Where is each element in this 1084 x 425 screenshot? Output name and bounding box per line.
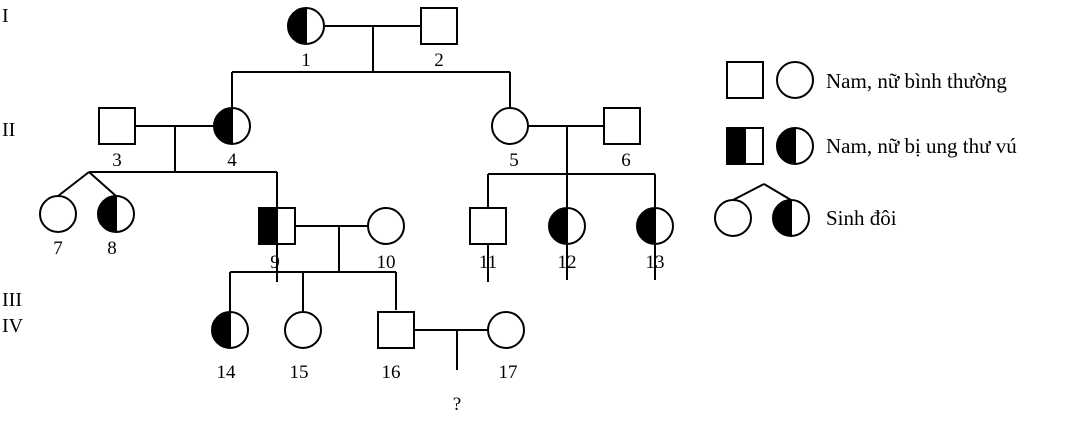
label-17: 17 <box>499 362 518 383</box>
label-7: 7 <box>53 238 63 259</box>
label-10: 10 <box>377 252 396 273</box>
pedigree-lines <box>57 25 656 370</box>
individual-15 <box>284 311 322 349</box>
individual-1 <box>287 7 325 45</box>
label-14: 14 <box>217 362 237 383</box>
label-15: 15 <box>290 362 309 383</box>
individual-6 <box>603 107 641 145</box>
unknown-child-label: ? <box>453 394 461 415</box>
individual-8 <box>97 195 135 233</box>
label-8: 8 <box>107 238 117 259</box>
generation-label-III: III <box>2 289 22 311</box>
legend-twins-label: Sinh đôi <box>826 206 897 230</box>
legend-twins-symbol <box>714 183 810 237</box>
twin-line-7 <box>57 171 90 197</box>
individual-14 <box>211 311 249 349</box>
individual-9 <box>258 207 296 245</box>
label-13: 13 <box>646 252 665 273</box>
legend-normal-label: Nam, nữ bình thường <box>826 69 1007 93</box>
legend-affected-female-symbol <box>776 127 814 165</box>
legend-affected-label: Nam, nữ bị ung thư vú <box>826 134 1017 158</box>
label-5: 5 <box>509 150 519 171</box>
legend-normal-male-symbol <box>726 61 764 99</box>
individual-10 <box>367 207 405 245</box>
label-1: 1 <box>301 50 311 71</box>
individual-7 <box>39 195 77 233</box>
label-2: 2 <box>434 50 444 71</box>
legend-normal-female-symbol <box>776 61 814 99</box>
legend: Nam, nữ bình thường Nam, nữ bị ung thư v… <box>714 61 1017 237</box>
individual-4 <box>213 107 251 145</box>
label-11: 11 <box>479 252 497 273</box>
label-6: 6 <box>621 150 631 171</box>
legend-affected-male-symbol <box>726 127 764 165</box>
generation-label-I: I <box>2 5 9 27</box>
label-9: 9 <box>270 252 280 273</box>
generation-label-II: II <box>2 119 15 141</box>
individual-labels: 1 2 3 4 5 6 7 8 9 10 11 12 13 14 15 16 1… <box>53 50 664 415</box>
generation-label-IV: IV <box>2 315 24 337</box>
individual-11 <box>469 207 507 245</box>
individual-2 <box>420 7 458 45</box>
individual-5 <box>491 107 529 145</box>
individual-16 <box>377 311 415 349</box>
individual-3 <box>98 107 136 145</box>
label-12: 12 <box>558 252 577 273</box>
individual-17 <box>487 311 525 349</box>
pedigree-individuals <box>39 7 674 349</box>
individual-13 <box>636 207 674 245</box>
label-3: 3 <box>112 150 122 171</box>
individual-12 <box>548 207 586 245</box>
twin-line-8 <box>88 171 117 197</box>
label-16: 16 <box>382 362 401 383</box>
label-4: 4 <box>227 150 237 171</box>
